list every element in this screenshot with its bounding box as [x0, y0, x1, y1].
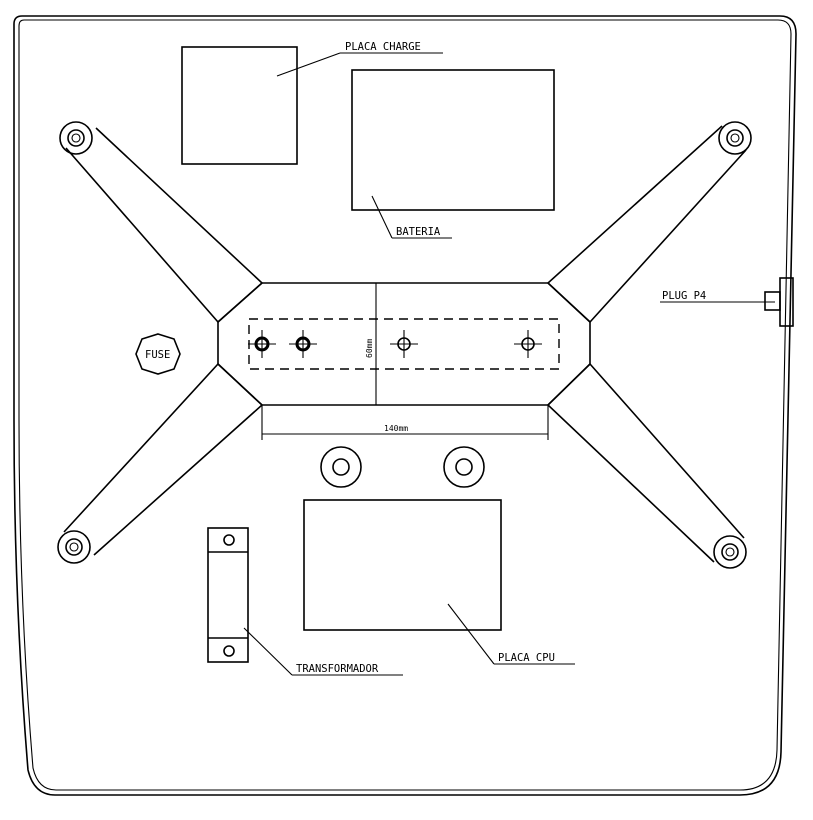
dimension-width-label: 140mm	[384, 424, 408, 433]
bateria-leader	[371, 195, 393, 239]
transformador-block	[207, 527, 249, 663]
fuse-label: FUSE	[145, 349, 170, 361]
fuse-holder	[135, 333, 181, 375]
placa-cpu-leader	[447, 603, 495, 665]
standoff-left	[320, 446, 362, 488]
mount-hole-bottom-right	[713, 535, 747, 569]
bracket-arm-top-left	[65, 127, 264, 324]
enclosure-outline	[13, 15, 797, 796]
enclosure-inner-outline	[18, 19, 792, 791]
transformador-hole-top	[223, 534, 235, 546]
placa-charge-leader	[276, 52, 341, 77]
plug-p4-jack	[764, 291, 781, 311]
crosshair-hole-1	[248, 330, 276, 358]
dimension-height-label: 60mm	[365, 339, 374, 358]
transformador-hole-bottom	[223, 645, 235, 657]
standoff-right	[443, 446, 485, 488]
bateria-label: BATERIA	[396, 226, 441, 238]
bateria-block	[351, 69, 555, 211]
crosshair-hole-2	[289, 330, 317, 358]
placa-cpu-label: PLACA CPU	[498, 652, 555, 664]
crosshair-hole-4	[514, 330, 542, 358]
transformador-leader	[243, 627, 293, 676]
transformador-label: TRANSFORMADOR	[296, 663, 379, 675]
mount-hole-top-left	[59, 121, 93, 155]
mount-hole-top-right	[718, 121, 752, 155]
crosshair-hole-3	[390, 330, 418, 358]
bracket-arm-bottom-left	[63, 362, 264, 556]
placa-charge-board	[181, 46, 298, 165]
placa-charge-label: PLACA CHARGE	[345, 41, 421, 53]
plug-p4-label: PLUG P4	[662, 290, 706, 302]
mount-hole-bottom-left	[57, 530, 91, 564]
placa-cpu-board	[303, 499, 502, 631]
bracket-arm-bottom-right	[546, 362, 745, 563]
bracket-arm-top-right	[546, 125, 747, 324]
